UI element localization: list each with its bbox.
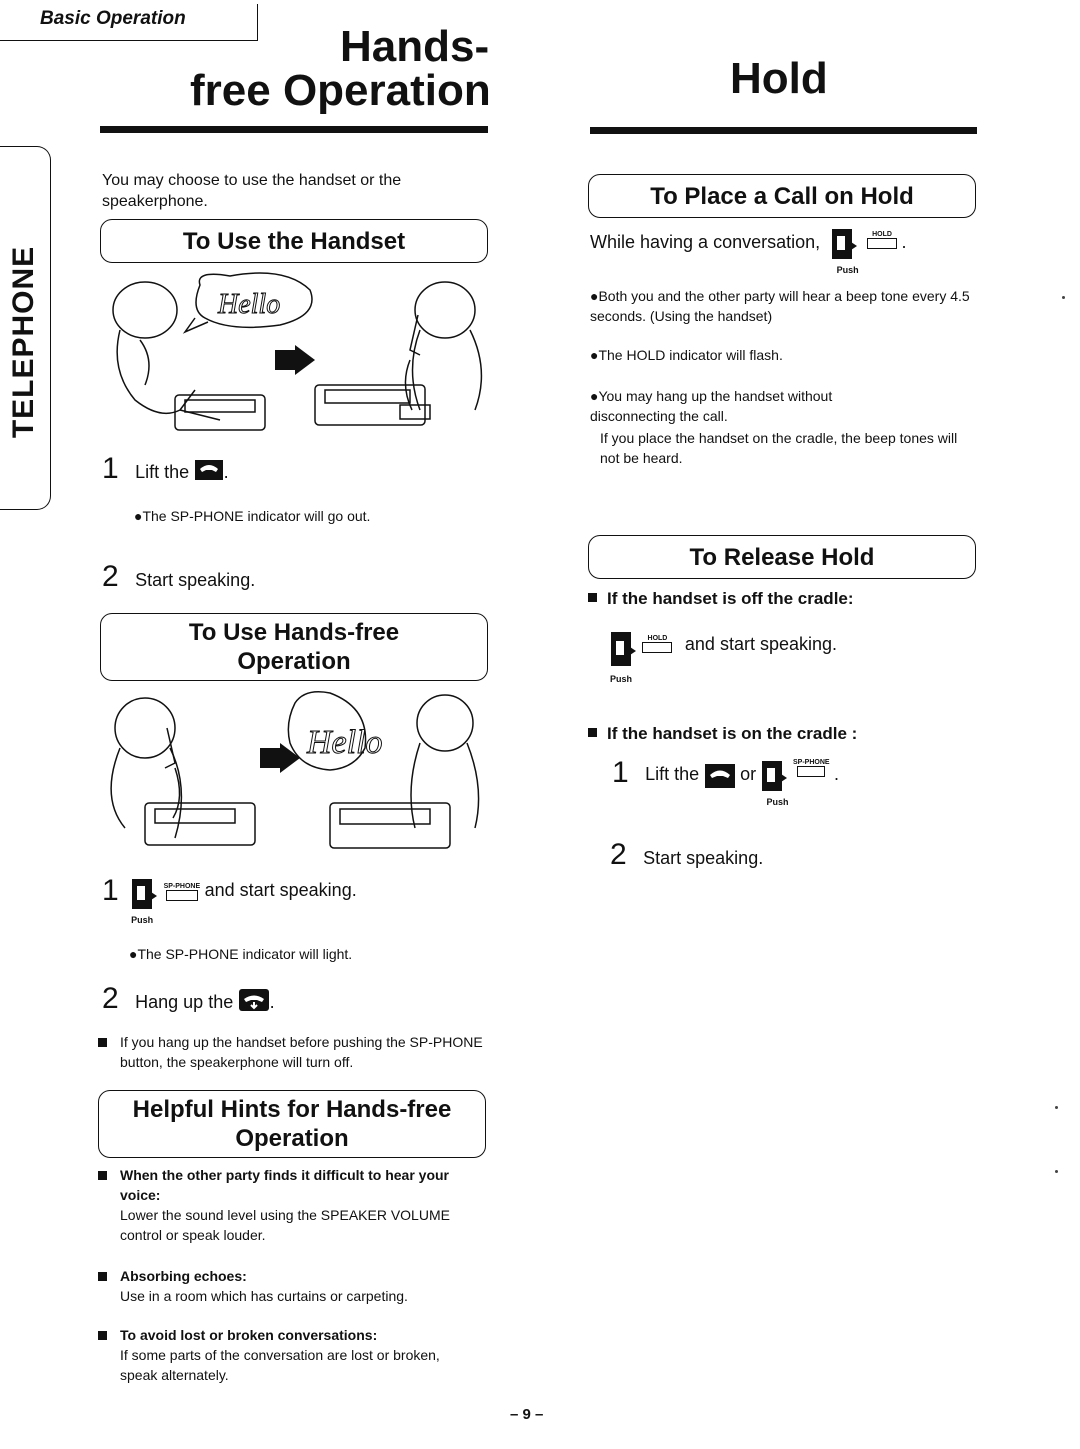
step-number: 1	[102, 452, 119, 485]
sp-phone-button[interactable]: Push	[131, 878, 159, 925]
step-text: Start speaking.	[643, 848, 764, 868]
release-step2: 2 Start speaking.	[610, 838, 763, 872]
handset-icon	[704, 763, 735, 788]
step-text: Lift the	[645, 763, 700, 784]
handsfree-step2: 2 Hang up the .	[102, 982, 275, 1015]
section-label: Basic Operation	[40, 8, 186, 29]
section-heading-handsfree: To Use Hands-free Operation	[100, 613, 488, 681]
step-number: 1	[612, 755, 629, 789]
hold-push-button[interactable]: Push	[831, 228, 859, 275]
instruction-text: While having a conversation,	[590, 231, 821, 252]
place-bullet: ●You may hang up the handset without dis…	[590, 388, 833, 424]
button-icon	[867, 237, 898, 249]
hint-title: When the other party finds it difficult …	[120, 1167, 450, 1203]
sp-phone-button[interactable]: Push	[761, 760, 789, 807]
hang-up-icon	[238, 988, 269, 1011]
place-bullet: ●The HOLD indicator will flash.	[590, 347, 783, 363]
push-button-icon	[831, 229, 857, 259]
handset-step1-note: ●The SP-PHONE indicator will go out.	[134, 508, 371, 524]
step-number: 2	[102, 560, 119, 593]
heading-line1: To Use Hands-free	[188, 619, 400, 646]
handset-step2: 2 Start speaking.	[102, 560, 255, 594]
button-label: SP-PHONE	[163, 882, 201, 890]
heading-line1: Helpful Hints for Hands-free	[132, 1096, 452, 1123]
bullet-square	[588, 593, 597, 603]
handset-illustration: Hello	[112, 272, 483, 431]
section-heading-release-hold: To Release Hold	[588, 535, 976, 579]
step-text: and start speaking.	[204, 879, 357, 900]
page-title-line2: free Operation	[190, 66, 491, 115]
push-button-icon	[761, 761, 787, 791]
hint-item: When the other party finds it difficult …	[98, 1165, 478, 1245]
handsfree-step1: 1 Push SP-PHONE and start speaking.	[102, 874, 357, 925]
section-heading-hints: Helpful Hints for Hands-free Operation	[98, 1090, 486, 1158]
hold-push-button[interactable]: Push	[610, 631, 638, 684]
handsfree-note: If you hang up the handset before pushin…	[98, 1032, 488, 1072]
release-case1-title: If the handset is off the cradle:	[588, 589, 854, 609]
title-rule-left	[100, 126, 488, 133]
intro-text: You may choose to use the handset or the…	[102, 172, 402, 210]
step-number: 2	[610, 838, 627, 871]
title-rule-right	[590, 127, 977, 134]
scan-speck	[1055, 1170, 1058, 1173]
button-icon	[165, 889, 198, 901]
page-title-line1: Hands-	[340, 22, 490, 71]
hint-text: Use in a room which has curtains or carp…	[120, 1288, 408, 1304]
step-text: Start speaking.	[135, 570, 256, 590]
bullet-square	[98, 1272, 107, 1281]
hint-text: Lower the sound level using the SPEAKER …	[120, 1207, 450, 1243]
or-text: or	[740, 763, 757, 784]
hint-item: Absorbing echoes: Use in a room which ha…	[98, 1266, 478, 1306]
push-button-icon	[132, 879, 158, 909]
arrow-icon	[295, 345, 315, 375]
scan-speck	[1055, 1106, 1058, 1109]
step-text: Hang up the	[135, 992, 234, 1012]
scan-speck	[1062, 296, 1065, 299]
bullet-square	[98, 1331, 107, 1340]
handsfree-illustration: Hello	[110, 691, 480, 849]
handset-step1: 1 Lift the .	[102, 452, 229, 485]
step-number: 2	[102, 982, 119, 1015]
bullet-square	[588, 728, 597, 738]
arrow-icon	[280, 743, 300, 773]
button-label: HOLD	[647, 634, 668, 642]
bullet-square	[98, 1038, 107, 1047]
hint-title: Absorbing echoes:	[120, 1268, 247, 1284]
step-number: 1	[102, 873, 119, 907]
hello-bubble-text: Hello	[217, 289, 280, 320]
hint-title: To avoid lost or broken conversations:	[120, 1327, 378, 1343]
hold-title: Hold	[730, 54, 828, 103]
hello-bubble-text: Hello	[306, 724, 383, 761]
release-step1: 1 Lift the or Push SP-PHONE .	[612, 755, 840, 807]
release-case2-title: If the handset is on the cradle :	[588, 724, 857, 744]
bullet-square	[98, 1171, 107, 1180]
heading-line2: Operation	[237, 648, 351, 675]
button-icon	[642, 641, 673, 653]
push-button-icon	[611, 632, 636, 666]
button-label: HOLD	[872, 230, 892, 238]
section-divider	[0, 40, 258, 41]
instruction-text: and start speaking.	[684, 633, 838, 654]
hint-item: To avoid lost or broken conversations: I…	[98, 1325, 478, 1385]
section-heading-handset: To Use the Handset	[100, 219, 488, 263]
page-number: – 9 –	[510, 1406, 544, 1423]
hint-text: If some parts of the conversation are lo…	[120, 1347, 440, 1383]
place-hold-line: While having a conversation, Push HOLD .	[590, 228, 907, 275]
release-case1-line: Push HOLD and start speaking.	[610, 631, 837, 684]
place-bullet: ●Both you and the other party will hear …	[590, 288, 970, 324]
place-extra: If you place the handset on the cradle, …	[600, 430, 958, 466]
button-label: SP-PHONE	[793, 758, 830, 766]
sidebar-tab-label: TELEPHONE	[7, 245, 40, 439]
section-heading-place-hold: To Place a Call on Hold	[588, 174, 976, 218]
section-divider-vertical	[257, 4, 258, 41]
step-text: Lift the	[135, 462, 190, 482]
sidebar-tab	[0, 146, 51, 510]
heading-line2: Operation	[235, 1125, 349, 1152]
handsfree-step1-note: ●The SP-PHONE indicator will light.	[129, 946, 353, 962]
button-icon	[797, 765, 826, 777]
handset-icon	[194, 459, 223, 480]
